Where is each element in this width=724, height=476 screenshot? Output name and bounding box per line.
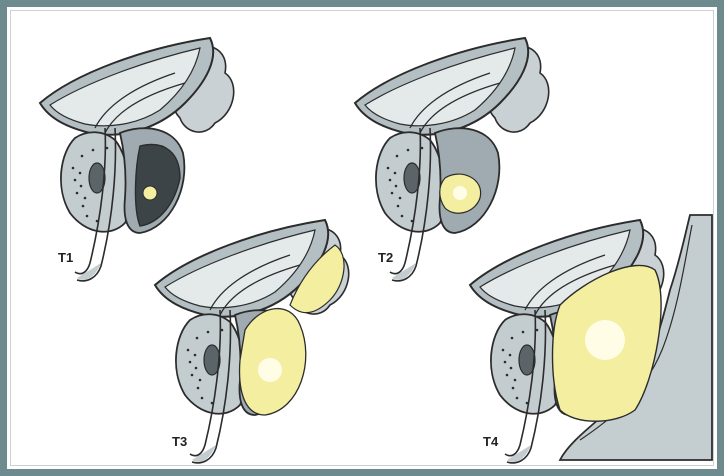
label-t4: T4 <box>483 434 499 449</box>
panel-t2 <box>355 38 549 281</box>
label-t1: T1 <box>58 250 73 265</box>
tumor-t1 <box>143 186 157 200</box>
label-t3: T3 <box>172 434 187 449</box>
label-t2: T2 <box>378 250 393 265</box>
panel-t3 <box>155 220 349 463</box>
panel-t1 <box>40 38 234 281</box>
panel-t4 <box>470 215 712 463</box>
dark-zone-t1 <box>135 145 180 226</box>
